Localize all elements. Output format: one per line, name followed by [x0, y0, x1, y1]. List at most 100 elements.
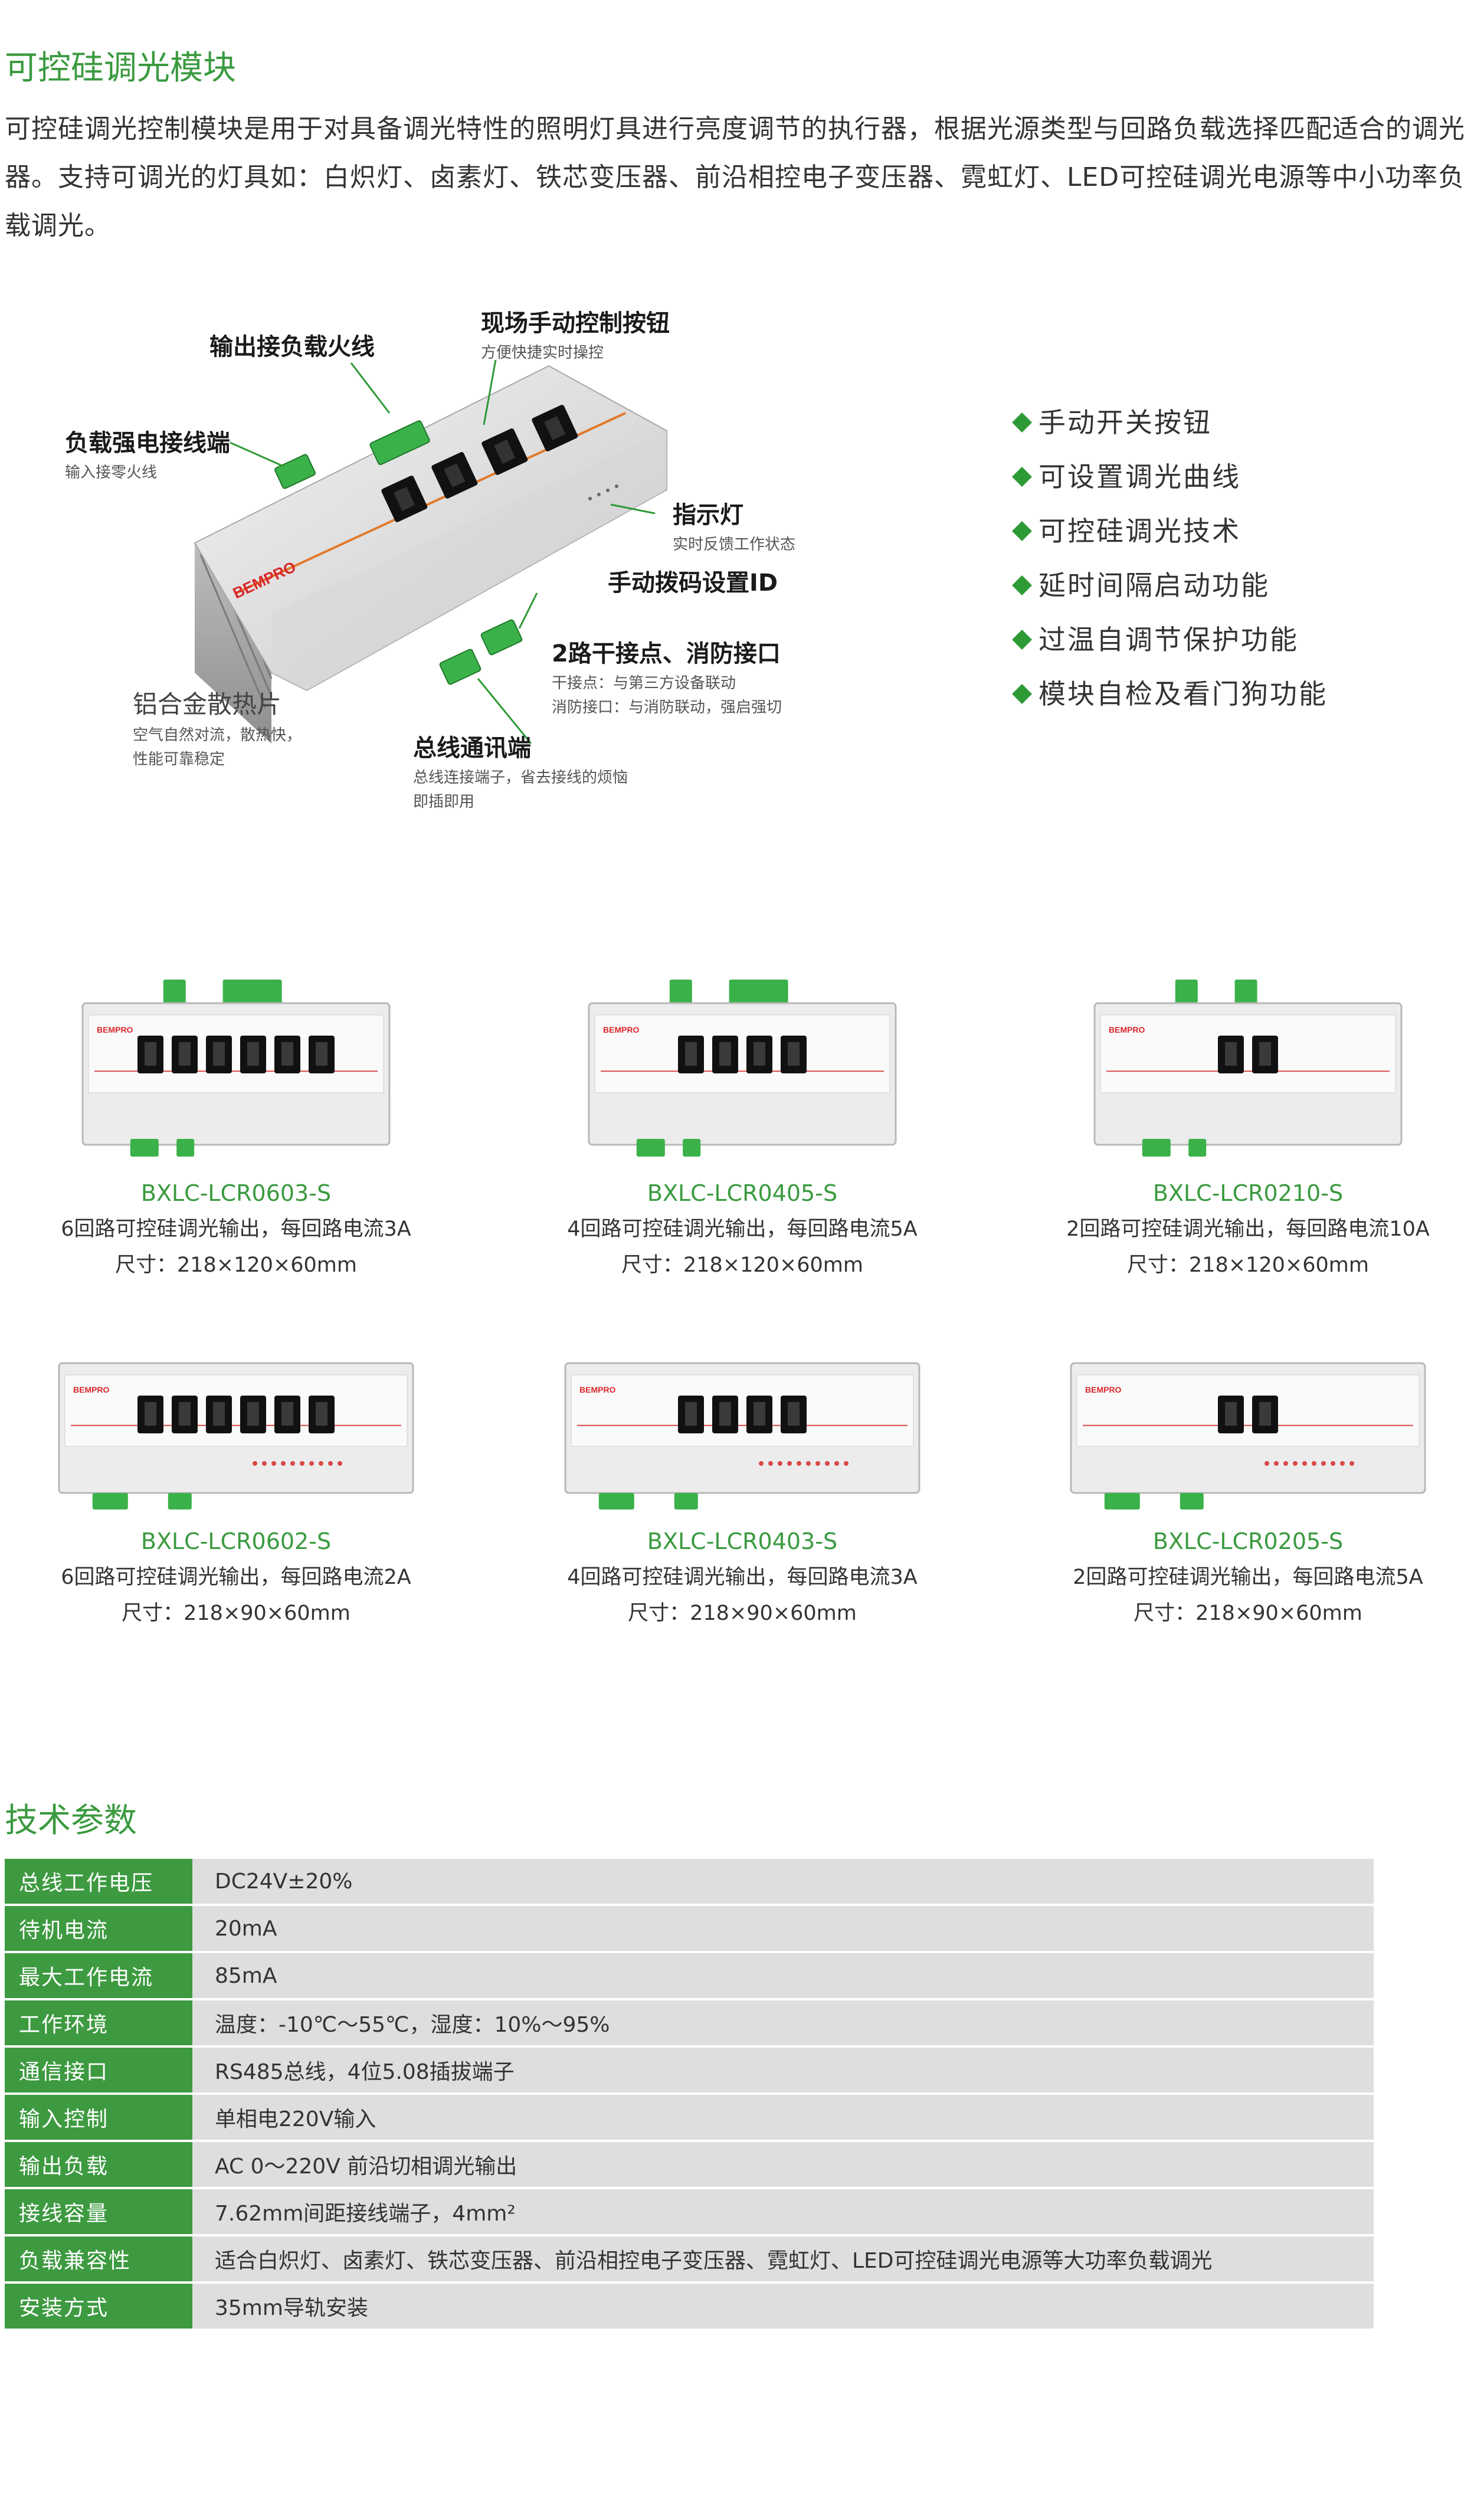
module-face — [1076, 1374, 1420, 1447]
diamond-bullet-icon — [1012, 629, 1032, 650]
led-indicator — [1293, 1461, 1298, 1466]
product-size: 尺寸：218×90×60mm — [1134, 1602, 1362, 1625]
terminal-block — [176, 1139, 195, 1157]
led-indicator — [759, 1461, 764, 1466]
product-size: 尺寸：218×120×60mm — [1127, 1253, 1369, 1277]
module-face — [594, 1014, 890, 1093]
terminal-block — [1104, 1493, 1140, 1509]
callout-bus-terminal: 总线通讯端 总线连接端子，省去接线的烦恼 即插即用 — [413, 735, 628, 811]
spec-key: 接线容量 — [5, 2188, 192, 2236]
led-indicator — [1283, 1461, 1288, 1466]
spec-key: 负载兼容性 — [5, 2235, 192, 2284]
terminal-block — [130, 1139, 159, 1157]
section-title: 技术参数 — [5, 1802, 137, 1840]
spec-value: 20mA — [192, 1905, 1374, 1953]
table-row: 负载兼容性适合白炽灯、卤素灯、铁芯变压器、前沿相控电子变压器、霓虹灯、LED可控… — [5, 2235, 1374, 2284]
product-photo: BEMPRO — [588, 980, 897, 1157]
diamond-bullet-icon — [1012, 575, 1032, 595]
product-image: BEMPRO — [71, 968, 401, 1180]
spec-value: AC 0～220V 前沿切相调光输出 — [192, 2141, 1374, 2189]
terminal-block — [729, 980, 788, 1008]
rocker-switch-paddle — [179, 1402, 191, 1426]
rocker-switch-paddle — [1259, 1042, 1271, 1066]
spec-key: 待机电流 — [5, 1905, 192, 1953]
feature-item: 可控硅调光技术 — [1012, 504, 1328, 558]
product-brand: BEMPRO — [1085, 1385, 1122, 1394]
led-indicator — [825, 1461, 830, 1466]
product-size: 尺寸：218×120×60mm — [621, 1253, 863, 1277]
led-indicator — [844, 1461, 849, 1466]
callout-manual-button: 现场手动控制按钮 方便快捷实时操控 — [481, 310, 670, 362]
rocker-switch-paddle — [685, 1402, 697, 1426]
product-size: 尺寸：218×90×60mm — [628, 1602, 857, 1625]
feature-item: 模块自检及看门狗功能 — [1012, 667, 1328, 721]
spec-key: 总线工作电压 — [5, 1859, 192, 1906]
led-indicator — [1312, 1461, 1316, 1466]
product-size: 尺寸：218×90×60mm — [122, 1602, 350, 1625]
terminal-block — [683, 1139, 701, 1157]
rocker-switch-paddle — [316, 1402, 327, 1426]
led-indicator — [300, 1461, 304, 1466]
led-indicator — [778, 1461, 782, 1466]
led-indicator — [1321, 1461, 1326, 1466]
rocker-switch-paddle — [754, 1042, 765, 1066]
terminal-block — [222, 980, 282, 1008]
spec-key: 输出负载 — [5, 2141, 192, 2189]
led-indicator — [1331, 1461, 1335, 1466]
rocker-switch-paddle — [247, 1042, 259, 1066]
product-image: BEMPRO — [553, 1351, 931, 1528]
product-model: BXLC-LCR0210-S — [1152, 1180, 1344, 1206]
callout-dip-switch: 手动拨码设置ID — [608, 569, 778, 597]
product-model: BXLC-LCR0603-S — [140, 1180, 332, 1206]
rocker-switch-paddle — [1225, 1402, 1237, 1426]
product-brand: BEMPRO — [579, 1385, 616, 1394]
rocker-switch-paddle — [685, 1042, 697, 1066]
terminal-block — [674, 1493, 698, 1509]
rocker-switch-paddle — [281, 1402, 293, 1426]
rocker-switch-paddle — [179, 1042, 191, 1066]
callout-dry-contact: 2路干接点、消防接口 干接点：与第三方设备联动 消防接口：与消防联动，强启强切 — [552, 640, 782, 716]
terminal-block — [1142, 1139, 1171, 1157]
rocker-switch-paddle — [145, 1402, 156, 1426]
terminal-block — [1175, 980, 1198, 1008]
product-photo: BEMPRO — [58, 1362, 414, 1509]
rocker-switch-paddle — [1225, 1042, 1237, 1066]
terminal-block — [168, 1493, 192, 1509]
product-desc: 6回路可控硅调光输出，每回路电流3A — [61, 1217, 411, 1241]
module-face — [571, 1374, 914, 1447]
product-brand: BEMPRO — [97, 1025, 133, 1034]
rocker-switch-paddle — [719, 1402, 731, 1426]
callout-output: 输出接负载火线 — [209, 333, 375, 361]
product-desc: 6回路可控硅调光输出，每回路电流2A — [61, 1566, 411, 1589]
rocker-switch-paddle — [788, 1042, 800, 1066]
product-card: BEMPRO BXLC-LCR0210-S 2回路可控硅调光输出，每回路电流10… — [1012, 968, 1484, 1278]
led-indicator — [1264, 1461, 1269, 1466]
led-indicator — [281, 1461, 286, 1466]
table-row: 工作环境温度：-10℃～55℃，湿度：10%～95% — [5, 1999, 1374, 2048]
product-card: BEMPRO BXLC-LCR0405-S 4回路可控硅调光输出，每回路电流5A… — [506, 968, 978, 1278]
spec-value: 35mm导轨安装 — [192, 2283, 1374, 2331]
product-desc: 2回路可控硅调光输出，每回路电流10A — [1066, 1217, 1430, 1241]
led-indicator — [1274, 1461, 1279, 1466]
rocker-switch-paddle — [213, 1402, 225, 1426]
diamond-bullet-icon — [1012, 412, 1032, 433]
product-desc: 4回路可控硅调光输出，每回路电流5A — [567, 1217, 918, 1241]
rocker-switch-paddle — [1259, 1402, 1271, 1426]
intro-paragraph: 可控硅调光控制模块是用于对具备调光特性的照明灯具进行亮度调节的执行器，根据光源类… — [5, 114, 1465, 241]
led-indicator — [768, 1461, 773, 1466]
rocker-switch-paddle — [719, 1042, 731, 1066]
led-indicator — [1349, 1461, 1354, 1466]
product-image: BEMPRO — [577, 968, 908, 1180]
diamond-bullet-icon — [1012, 466, 1032, 487]
spec-value: RS485总线，4位5.08插拔端子 — [192, 2046, 1374, 2095]
led-indicator — [319, 1461, 323, 1466]
product-photo: BEMPRO — [564, 1362, 920, 1509]
spec-key: 工作环境 — [5, 1999, 192, 2048]
callout-load-terminal: 负载强电接线端 输入接零火线 — [65, 430, 230, 482]
led-indicator — [806, 1461, 811, 1466]
diamond-bullet-icon — [1012, 520, 1032, 541]
